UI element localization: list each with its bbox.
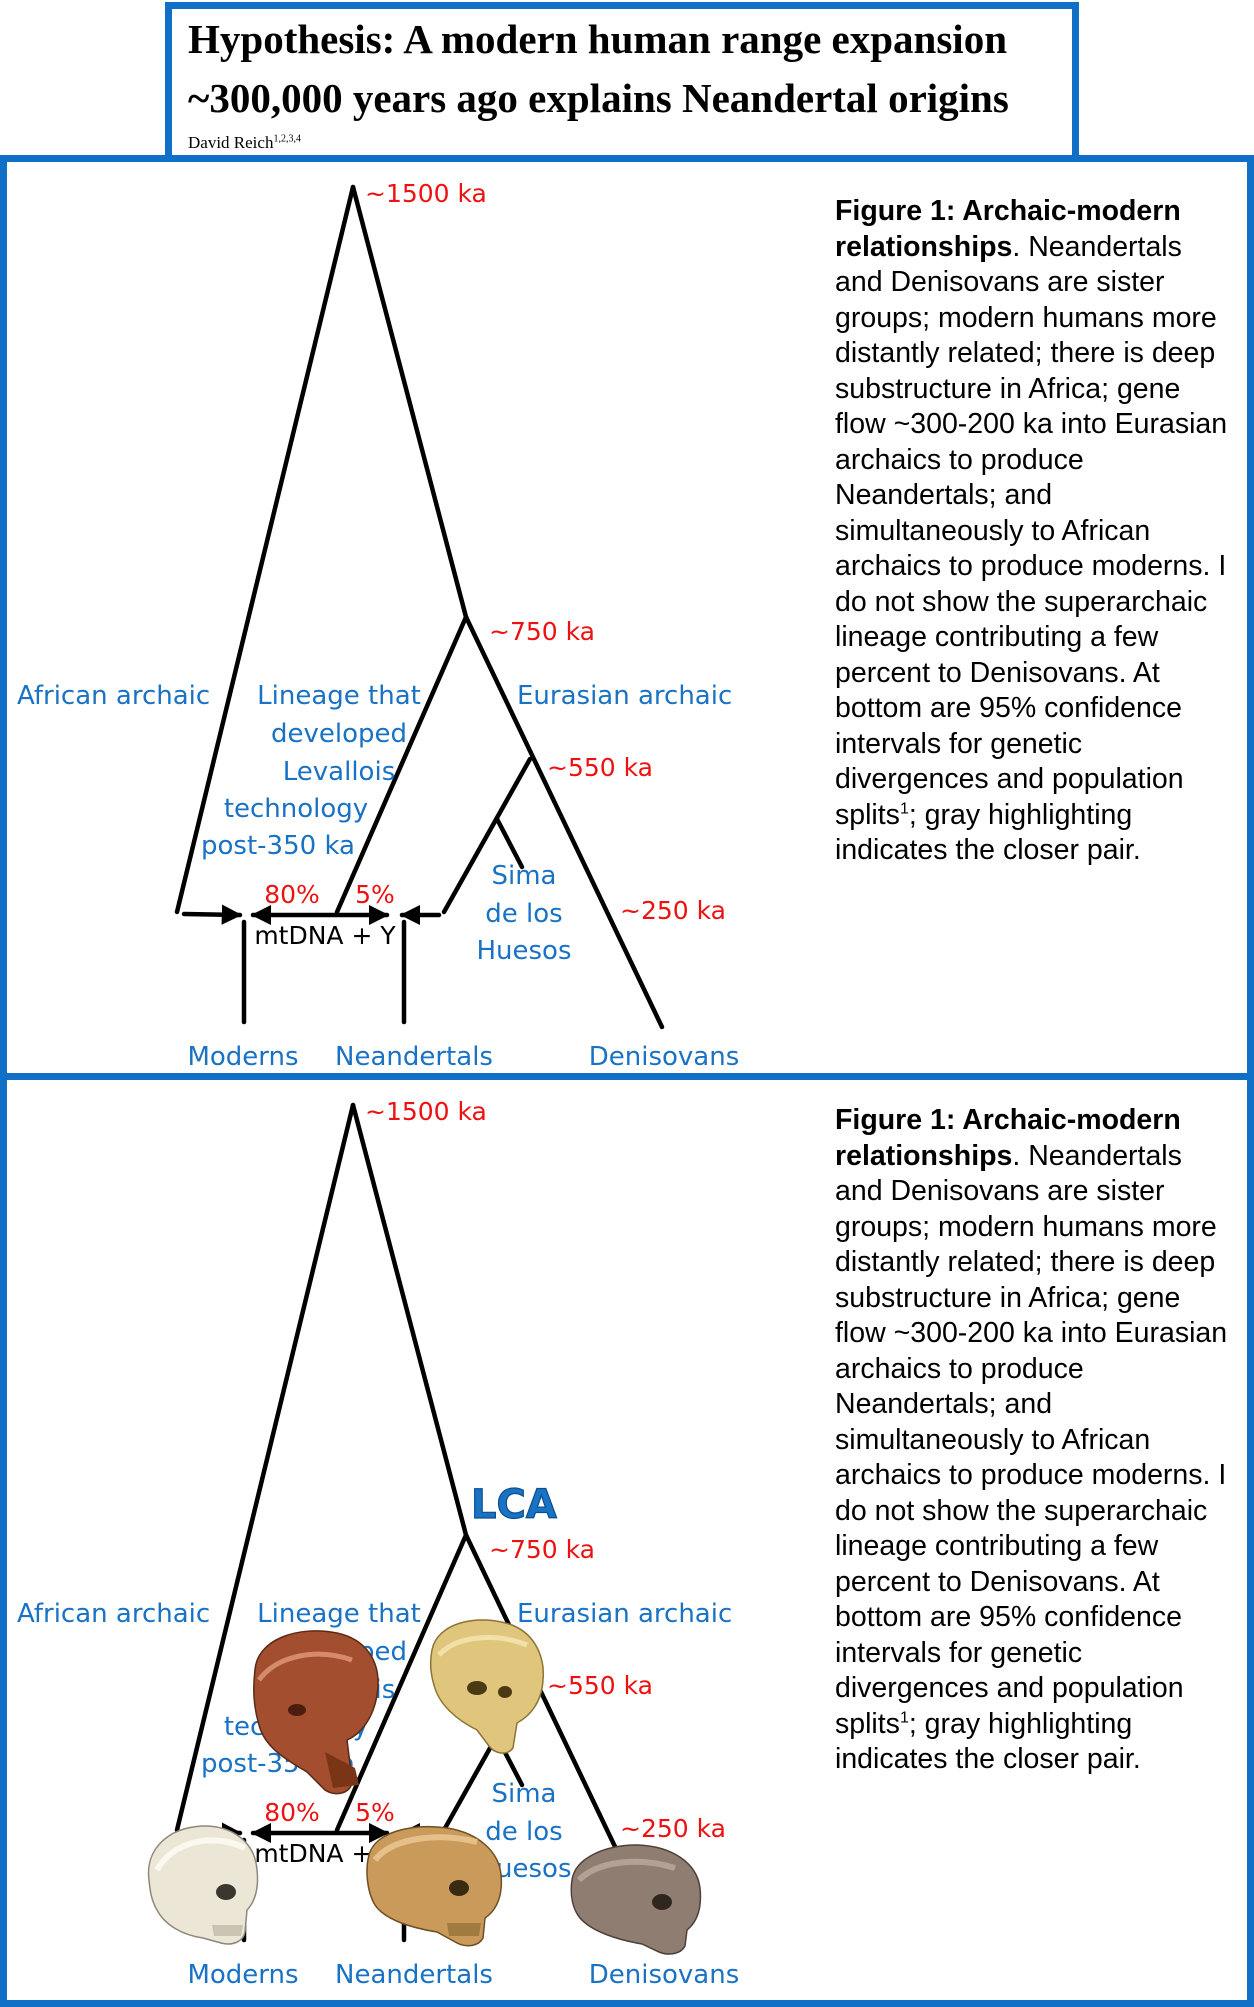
caption-body: Neandertals and Denisovans are sister gr… [835,1139,1228,1740]
caption-sup: 1 [899,1709,909,1726]
label-sima-1: Sima [492,1779,557,1809]
label-sima-2: de los [485,1817,562,1847]
label-sima-3: Huesos [476,936,571,966]
label-moderns: Moderns [187,1960,298,1990]
label-mtdna: mtDNA + Y [254,921,396,950]
panel-bottom: ~1500 ka LCA ~750 ka ~550 ka ~250 ka Afr… [0,1073,1254,2007]
branch-sima [494,816,525,870]
author: David Reich1,2,3,4 [188,133,301,153]
label-denisovans: Denisovans [589,1960,740,1990]
flow-african [181,904,243,925]
branch-levallois [334,614,469,915]
pct-5: 5% [355,1798,395,1827]
label-sima-2: de los [485,899,562,929]
panel-top: ~1500 ka ~750 ka ~550 ka ~250 ka African… [0,155,1254,1080]
pct-80: 80% [264,880,320,909]
caption-top: Figure 1: Archaic-modern relationships. … [835,195,1228,867]
label-eurasian-archaic: Eurasian archaic [517,1599,732,1629]
author-affiliations: 1,2,3,4 [273,133,301,145]
skull-moderns-icon [147,1825,259,1945]
age-750: ~750 ka [489,1535,595,1564]
label-moderns: Moderns [187,1042,298,1072]
branch-root-right [350,184,469,620]
label-lineage-1: Lineage that [257,1599,421,1629]
title-line-1: Hypothesis: A modern human range expansi… [188,16,1007,62]
label-sima-1: Sima [492,861,557,891]
caption-tail: ; gray highlighting indicates the closer… [835,1707,1141,1776]
age-550: ~550 ka [547,1671,653,1700]
tree-diagram-top: ~1500 ka ~750 ka ~550 ka ~250 ka African… [17,179,740,1072]
pct-5: 5% [355,880,395,909]
branch-neandertal-stem [441,756,533,915]
label-african-archaic: African archaic [17,1599,210,1629]
caption-bottom: Figure 1: Archaic-modern relationships. … [835,1104,1228,1776]
skull-sima-icon [429,1619,545,1754]
caption-title: Figure 1: Archaic-modern relationships [835,1104,1181,1172]
branch-root-right [350,1102,469,1538]
caption-title: Figure 1: Archaic-modern relationships [835,195,1181,263]
label-eurasian-archaic: Eurasian archaic [517,681,732,711]
label-lineage-1: Lineage that [257,681,421,711]
label-neandertals: Neandertals [335,1960,493,1990]
caption-sup: 1 [899,800,909,817]
caption-tail: ; gray highlighting indicates the closer… [835,798,1141,867]
label-african-archaic: African archaic [17,681,210,711]
age-250: ~250 ka [620,896,726,925]
age-root: ~1500 ka [365,179,487,208]
skull-levallois-icon [253,1630,379,1795]
author-name: David Reich [188,133,274,152]
label-denisovans: Denisovans [589,1042,740,1072]
branch-african [174,184,356,915]
tree-diagram-bottom: ~1500 ka LCA ~750 ka ~550 ka ~250 ka Afr… [17,1097,740,1990]
age-550: ~550 ka [547,753,653,782]
title-line-2: ~300,000 years ago explains Neandertal o… [188,75,1009,121]
caption-body: Neandertals and Denisovans are sister gr… [835,230,1228,831]
label-lineage-3: Levallois [283,757,395,787]
label-lca: LCA [471,1482,557,1528]
title-box: Hypothesis: A modern human range expansi… [165,2,1079,155]
age-root: ~1500 ka [365,1097,487,1126]
skull-neandertal-icon [366,1825,503,1947]
label-lineage-5: post-350 ka [201,831,355,861]
branch-levallois [334,1532,469,1833]
age-750: ~750 ka [489,617,595,646]
branch-eurasian [463,614,665,1030]
age-250: ~250 ka [620,1814,726,1843]
label-lineage-4: technology [224,794,368,824]
label-neandertals: Neandertals [335,1042,493,1072]
label-lineage-2: developed [271,719,407,749]
pct-80: 80% [264,1798,320,1827]
skull-denisovan-icon [570,1844,702,1955]
branch-african [174,1102,356,1833]
